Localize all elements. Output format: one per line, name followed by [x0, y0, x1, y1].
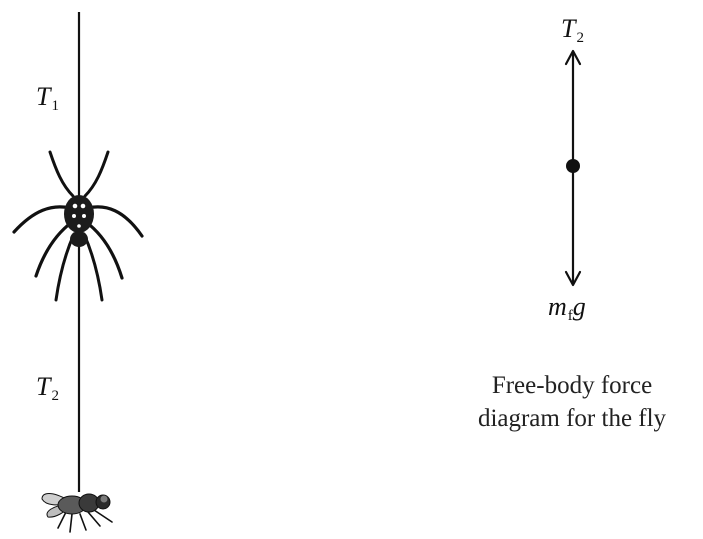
caption-line-1: Free-body force — [491, 372, 653, 399]
weight-gravity-symbol: g — [572, 292, 586, 321]
weight-mass-symbol: m — [548, 292, 567, 321]
force-label-weight: mfg — [548, 294, 586, 324]
force-label-t2: T2 — [561, 16, 584, 46]
arrowhead-up-icon — [564, 49, 582, 66]
weight-mass-subscript: f — [567, 308, 573, 324]
spider-icon — [12, 150, 144, 302]
fly-point-mass — [566, 159, 580, 173]
fly-icon — [41, 493, 113, 533]
force-t2-symbol: T — [561, 14, 576, 43]
arrowhead-down-icon — [564, 270, 582, 287]
tension-t1-symbol: T — [36, 82, 51, 111]
diagram-caption: Free-body force diagram for the fly — [452, 369, 692, 435]
tension-t2-symbol: T — [36, 372, 51, 401]
force-t2-subscript: 2 — [576, 30, 584, 46]
tension-label-t2: T2 — [36, 374, 59, 404]
tension-t2-subscript: 2 — [51, 388, 59, 404]
free-body-diagram — [564, 49, 582, 287]
tension-label-t1: T1 — [36, 84, 59, 114]
tension-t1-subscript: 1 — [51, 98, 59, 114]
caption-line-2: diagram for the fly — [477, 405, 667, 432]
